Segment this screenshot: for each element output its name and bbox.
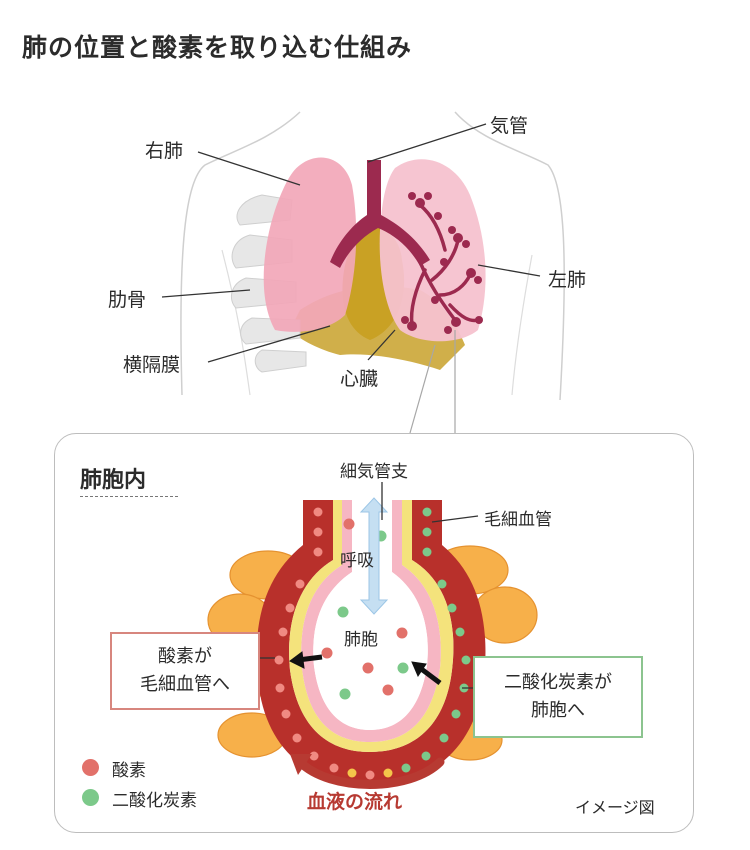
breathing-label: 呼吸: [340, 551, 374, 571]
trachea-shape: [330, 160, 430, 268]
capillary-shape: [256, 500, 486, 785]
blood-flow-label: 血液の流れ: [307, 791, 403, 813]
page-title: 肺の位置と酸素を取り込む仕組み: [22, 33, 413, 62]
zoom-lines: [409, 330, 456, 434]
callout-co2-line-2: 肺胞へ: [531, 700, 585, 721]
capillary-co2-dots: [401, 507, 471, 773]
alveolus-wall-yellow: [289, 500, 454, 752]
exchange-arrows: [289, 651, 442, 685]
callout-o2-line-2: 毛細血管へ: [140, 674, 230, 695]
torso-outline: [180, 111, 565, 401]
left-lung-shape: [379, 159, 486, 342]
inset-title-underline: [80, 496, 178, 497]
callout-o2-line-1: 酸素が: [158, 646, 212, 667]
diaphragm-label: 横隔膜: [123, 354, 181, 376]
blood-flow-arrowhead: [290, 754, 312, 775]
oxygen-to-capillary-callout: 酸素が 毛細血管へ: [110, 632, 260, 710]
inset-title: 肺胞内: [80, 468, 147, 493]
alveolus-oxygen-dots: [321, 518, 408, 696]
inset-leader-lines: [260, 482, 479, 689]
legend-oxygen-label: 酸素: [112, 761, 146, 781]
alveolus-interior: [313, 500, 428, 730]
legend-co2-label: 二酸化炭素: [112, 791, 197, 811]
ribs-label: 肋骨: [108, 289, 147, 311]
capillary-label: 毛細血管: [484, 510, 552, 530]
leader-lines: [161, 123, 541, 363]
heart-label: 心臓: [340, 368, 379, 390]
legend-oxygen-swatch: [82, 759, 99, 776]
capillary-oxygen-dots: [274, 507, 339, 773]
alveolus-label: 肺胞: [344, 630, 378, 650]
bronchiole-label: 細気管支: [340, 462, 408, 482]
blood-flow-arrow: [295, 757, 445, 789]
left-lung-label: 左肺: [548, 269, 587, 291]
right-lung-label: 右肺: [145, 140, 184, 162]
image-caption: イメージ図: [575, 798, 655, 817]
co2-to-alveolus-callout: 二酸化炭素が 肺胞へ: [473, 656, 643, 738]
trachea-label: 気管: [490, 115, 529, 137]
breathing-arrow: [359, 497, 389, 615]
legend-co2-swatch: [82, 789, 99, 806]
right-lung-shape: [263, 157, 357, 332]
capillary-mixed-dots: [347, 768, 393, 780]
callout-co2-line-1: 二酸化炭素が: [504, 672, 612, 693]
bronchiole-clusters: [401, 192, 483, 334]
